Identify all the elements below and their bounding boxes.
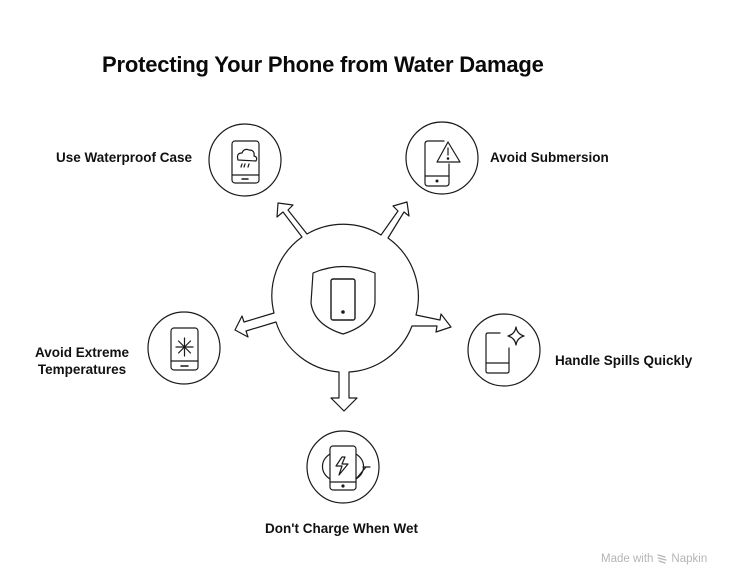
- label-waterproof-case: Use Waterproof Case: [56, 150, 193, 165]
- label-handle-spills: Handle Spills Quickly: [555, 353, 693, 368]
- hub-outline: [234, 201, 452, 412]
- footer-text: Made with: [601, 553, 654, 565]
- node-dont-charge-wet[interactable]: [306, 430, 380, 504]
- label-line-1: Avoid Extreme: [34, 345, 130, 360]
- phone-snowflake-icon: [170, 327, 199, 371]
- phone-warning-icon: [424, 140, 461, 187]
- node-avoid-submersion[interactable]: [405, 121, 479, 195]
- node-extreme-temperatures[interactable]: [147, 311, 221, 385]
- node-waterproof-case[interactable]: [208, 123, 282, 197]
- footer-brand: Napkin: [671, 553, 708, 565]
- label-extreme-temperatures: Avoid Extreme Temperatures: [32, 344, 132, 378]
- phone-icon: [330, 278, 356, 321]
- label-avoid-submersion: Avoid Submersion: [490, 150, 609, 165]
- napkin-logo-icon: [657, 554, 668, 564]
- shield-icon: [310, 265, 376, 335]
- page-title: Protecting Your Phone from Water Damage: [102, 52, 544, 77]
- footer-attribution[interactable]: Made with Napkin: [601, 553, 707, 565]
- central-hub: [234, 201, 452, 412]
- label-dont-charge: Don't Charge When Wet: [265, 521, 418, 536]
- node-handle-spills[interactable]: [467, 313, 541, 387]
- phone-sparkle-icon: [485, 326, 525, 374]
- label-line-2: Temperatures: [37, 362, 127, 377]
- phone-rain-cloud-icon: [231, 140, 260, 184]
- phone-wireless-charging-icon: [321, 445, 371, 491]
